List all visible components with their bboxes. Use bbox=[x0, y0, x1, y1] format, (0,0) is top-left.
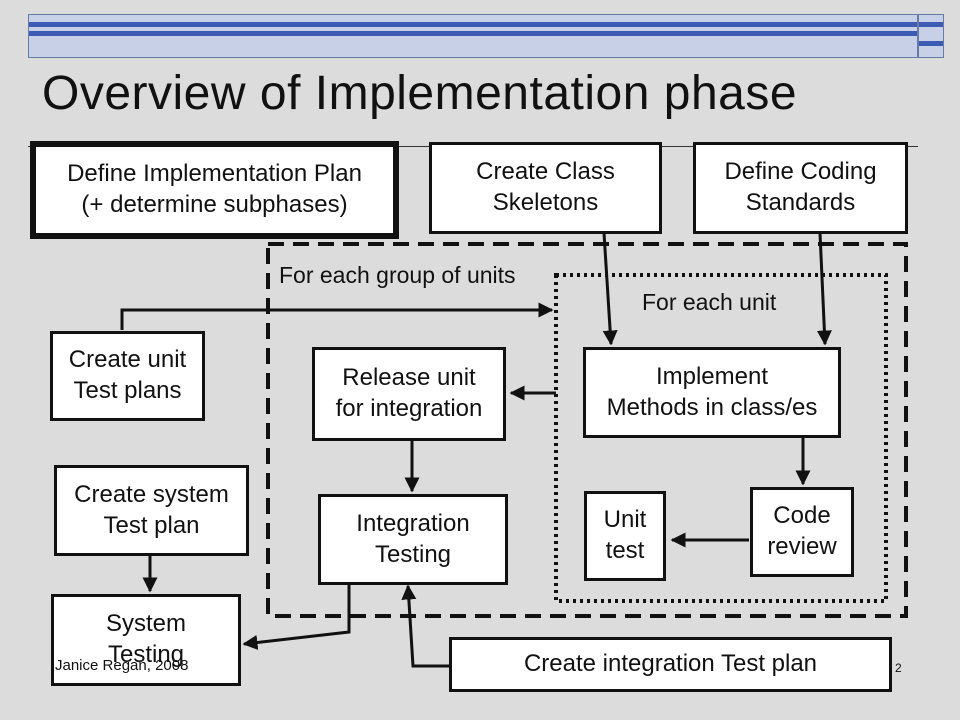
unit-test-box: Unit test bbox=[584, 491, 666, 581]
define-coding-standards-box: Define Coding Standards bbox=[693, 142, 908, 234]
implement-methods-box: Implement Methods in class/es bbox=[583, 347, 841, 438]
box-label: System Testing bbox=[105, 610, 186, 668]
arrow-standards-to-implement bbox=[816, 232, 832, 346]
unit-loop-label: For each unit bbox=[642, 289, 777, 315]
release-unit-box: Release unit for integration bbox=[312, 347, 506, 441]
box-label: Integration Testing bbox=[356, 509, 470, 568]
box-label: Code review bbox=[767, 502, 837, 560]
arrow-skeletons-to-implement bbox=[602, 232, 618, 346]
page-number: 2 bbox=[895, 661, 902, 675]
footer-author: Janice Regan, 2008 bbox=[55, 657, 189, 674]
box-label: Define Implementation Plan (+ determine … bbox=[67, 160, 362, 218]
box-label: Define Coding Standards bbox=[724, 158, 877, 216]
top-stripe bbox=[29, 31, 917, 36]
arrow-integration-to-systemtesting bbox=[242, 585, 351, 650]
slide-title: Overview of Implementation phase bbox=[42, 67, 798, 120]
create-class-skeletons-box: Create Class Skeletons bbox=[429, 142, 662, 234]
top-stripe bbox=[29, 22, 917, 27]
arrow-testplans-to-unit-loop bbox=[120, 302, 554, 330]
code-review-box: Code review bbox=[750, 487, 854, 577]
corner-stripe bbox=[919, 41, 943, 46]
define-implementation-plan-box: Define Implementation Plan (+ determine … bbox=[30, 141, 399, 239]
corner-decoration bbox=[918, 14, 944, 58]
box-label: Create system Test plan bbox=[74, 480, 229, 539]
box-label: Implement Methods in class/es bbox=[606, 362, 818, 421]
box-label: Release unit for integration bbox=[335, 364, 483, 422]
group-loop-label: For each group of units bbox=[279, 262, 516, 288]
corner-stripe bbox=[919, 22, 943, 27]
group-loop-outline bbox=[266, 242, 908, 618]
system-testing-box: System Testing bbox=[51, 594, 241, 686]
create-unit-test-plans-box: Create unit Test plans bbox=[50, 331, 205, 421]
box-label: Create integration Test plan bbox=[523, 650, 818, 678]
unit-loop-outline bbox=[554, 273, 888, 603]
integration-testing-box: Integration Testing bbox=[318, 494, 508, 585]
box-label: Unit test bbox=[603, 506, 647, 564]
box-label: Create unit Test plans bbox=[68, 346, 187, 404]
box-label: Create Class Skeletons bbox=[476, 158, 615, 216]
create-integration-test-plan-box: Create integration Test plan bbox=[449, 637, 892, 692]
top-decorative-bar bbox=[28, 14, 918, 58]
create-system-test-plan-box: Create system Test plan bbox=[54, 465, 249, 556]
arrow-integrationplan-to-integration bbox=[401, 584, 449, 668]
